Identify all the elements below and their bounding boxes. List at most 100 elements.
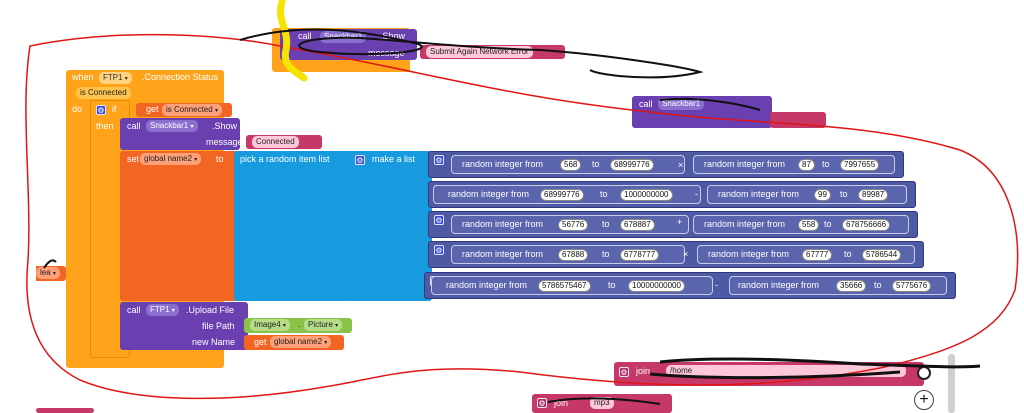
if-get: get [146,104,159,114]
random-from-b[interactable]: 99 [814,189,831,201]
snackbar-method: .Show [212,121,238,131]
upload-file-path-label: file Path [202,321,235,331]
math-operator: - [695,189,698,199]
random-to-value-b[interactable]: 89987 [858,189,889,201]
random-to-value-b[interactable]: 5775676 [892,280,932,292]
upload-call-block[interactable]: call FTP1 ▾ .Upload File file Path new N… [120,302,248,350]
get-name-block[interactable]: get global name2 ▾ [244,335,344,350]
right-snackbar-call: call [639,99,653,109]
random-label-b: random integer from [708,249,790,259]
random-from-a[interactable]: 568 [560,159,582,171]
set-var[interactable]: global name2 ▾ [140,153,202,165]
gear-icon[interactable]: ⚙ [355,155,365,165]
make-list-block[interactable]: ⚙ make a list [348,151,432,301]
snackbar-message-label: message [206,137,243,147]
join-label: join [636,366,651,376]
snackbar-message[interactable]: Connected [252,136,299,148]
math-row-3[interactable]: ⚙ random integer from 56776 to 678887 + … [428,211,918,238]
image-dot: . [298,319,301,329]
image-picture-block[interactable]: Image4 ▾ . Picture ▾ [244,318,352,333]
join-value[interactable]: mp3 [590,397,614,409]
join-block-2[interactable]: ⚙ join mp3 [532,394,672,413]
chevron-down-icon: ▾ [335,323,339,329]
gear-icon[interactable]: ⚙ [434,215,444,225]
snackbar-message-block[interactable]: Connected [246,135,322,149]
random-integer-a[interactable]: random integer from 568 to 68999776 [451,155,685,174]
random-integer-b[interactable]: random integer from 558 to 678756666 [693,215,909,234]
random-integer-b[interactable]: random integer from 99 to 89987 [707,185,907,204]
random-integer-b[interactable]: random integer from 35666 to 5775676 [729,276,947,295]
gear-icon[interactable]: ⚙ [434,155,444,165]
if-var[interactable]: is Connected ▾ [162,104,222,116]
random-to-value-a[interactable]: 1000000000 [620,189,673,201]
gear-icon[interactable]: ⚙ [619,367,629,377]
gear-icon[interactable]: ⚙ [96,105,106,115]
upload-component[interactable]: FTP1 ▾ [146,304,179,316]
random-from-b[interactable]: 87 [798,159,815,171]
snackbar-component[interactable]: Snackbar1 ▾ [146,120,198,132]
event-param[interactable]: is Connected [76,87,131,99]
random-to-value-a[interactable]: 678887 [620,219,655,231]
random-to-a: to [592,159,600,169]
top-snackbar-message-block[interactable]: Submit Again Network Error [420,45,565,59]
random-from-a[interactable]: 56776 [558,219,589,231]
math-row-1[interactable]: ⚙ random integer from 568 to 68999776 × … [428,151,904,178]
top-snackbar-block[interactable]: call Snackbar1 .Show message [280,29,417,60]
upload-component-label: FTP1 [150,305,170,314]
math-row-4[interactable]: ⚙ random integer from 67888 to 6778777 ×… [428,241,924,268]
random-from-b[interactable]: 67777 [802,249,833,261]
random-to-value-b[interactable]: 678756666 [842,219,891,231]
event-name: .Connection Status [142,72,219,82]
random-from-b[interactable]: 35666 [836,280,867,292]
vertical-scrollbar[interactable] [948,354,955,413]
random-integer-a[interactable]: random integer from 5786575467 to 100000… [431,276,713,295]
math-row-5[interactable]: ⚙ random integer from 5786575467 to 1000… [424,272,956,299]
left-partial-pill[interactable]: lea ▾ [36,267,60,279]
set-block[interactable]: set global name2 ▾ to [120,151,240,301]
plus-icon[interactable]: + [914,390,934,410]
random-to-value-a[interactable]: 68999776 [610,159,654,171]
set-label: set [127,154,140,164]
snackbar-component-label: Snackbar1 [150,121,189,130]
random-integer-b[interactable]: random integer from 67777 to 5786544 [697,245,915,264]
random-to-value-b[interactable]: 7997655 [840,159,880,171]
if-condition-block[interactable]: get is Connected ▾ [136,103,232,117]
image-property[interactable]: Picture ▾ [304,319,343,331]
random-integer-a[interactable]: random integer from 68999776 to 10000000… [433,185,701,204]
random-from-a[interactable]: 68999776 [540,189,584,201]
random-integer-a[interactable]: random integer from 67888 to 6778777 [451,245,685,264]
join-label: join [554,398,569,408]
pick-random-block[interactable]: pick a random item list [234,151,352,301]
top-snackbar-message[interactable]: Submit Again Network Error [426,46,533,58]
random-to-a: to [608,280,616,290]
random-to-value-a[interactable]: 10000000000 [628,280,685,292]
join-value[interactable]: /home [666,365,906,377]
left-partial-block[interactable]: lea ▾ [36,266,66,281]
random-from-a[interactable]: 67888 [558,249,589,261]
top-snackbar-component[interactable]: Snackbar1 [320,31,367,43]
random-to-value-b[interactable]: 5786544 [862,249,902,261]
chevron-down-icon: ▾ [194,157,198,163]
target-icon[interactable] [917,366,931,380]
bottom-left-block-edge [36,408,94,413]
math-row-2[interactable]: ⚙ random integer from 68999776 to 100000… [428,181,916,208]
if-label: if [112,104,117,114]
event-component[interactable]: FTP1 ▾ [99,72,132,84]
chevron-down-icon: ▾ [171,308,175,314]
random-from-b[interactable]: 558 [798,219,820,231]
get-name-get: get [254,337,267,347]
join-block-1[interactable]: ⚙ join /home [614,362,924,386]
random-to-b: to [874,280,882,290]
gear-icon[interactable]: ⚙ [537,398,547,408]
set-to: to [216,154,224,164]
random-integer-a[interactable]: random integer from 56776 to 678887 [451,215,689,234]
get-name-var[interactable]: global name2 ▾ [270,336,332,348]
random-integer-b[interactable]: random integer from 87 to 7997655 [693,155,895,174]
right-snackbar-block[interactable]: call Snackbar1 [632,96,772,128]
image-component[interactable]: Image4 ▾ [250,319,290,331]
random-to-value-a[interactable]: 6778777 [620,249,660,261]
right-snackbar-component[interactable]: Snackbar1 [658,98,705,110]
snackbar-call-block[interactable]: call Snackbar1 ▾ .Show message [120,118,243,150]
gear-icon[interactable]: ⚙ [434,245,444,255]
random-from-a[interactable]: 5786575467 [538,280,591,292]
